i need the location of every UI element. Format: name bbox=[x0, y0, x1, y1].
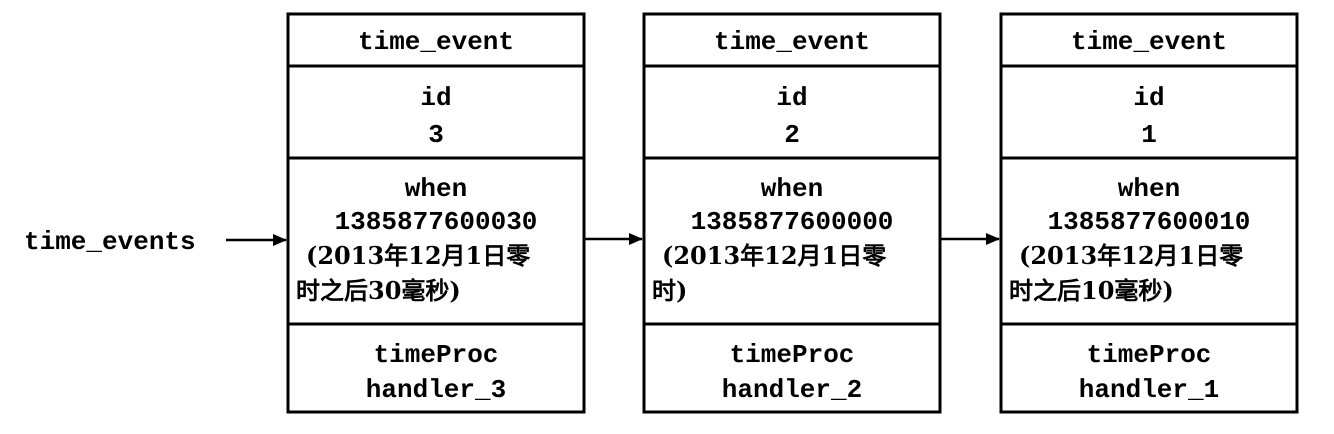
id-value: 3 bbox=[428, 120, 444, 150]
list-head-label: time_events bbox=[24, 227, 196, 257]
when-note-line2: 时) bbox=[652, 276, 687, 305]
when-note-line1: (2013年12月1日零 bbox=[1019, 241, 1244, 270]
id-label: id bbox=[420, 83, 451, 113]
node-border bbox=[286, 12, 586, 414]
proc-value: handler_1 bbox=[1079, 375, 1219, 405]
time-event-node-1: time_event id 3 when 1385877600030 (2013… bbox=[286, 12, 586, 414]
when-note-line2: 时之后10毫秒) bbox=[1009, 276, 1174, 305]
proc-label: timeProc bbox=[1087, 340, 1212, 370]
when-label: when bbox=[405, 174, 467, 204]
node-header: time_event bbox=[714, 27, 870, 57]
when-note-line1: (2013年12月1日零 bbox=[662, 241, 887, 270]
when-note-line1: (2013年12月1日零 bbox=[306, 241, 531, 270]
id-value: 1 bbox=[1141, 120, 1157, 150]
when-value: 1385877600030 bbox=[335, 207, 538, 237]
id-value: 2 bbox=[784, 120, 800, 150]
proc-label: timeProc bbox=[374, 340, 499, 370]
proc-label: timeProc bbox=[730, 340, 855, 370]
node-header: time_event bbox=[1071, 27, 1227, 57]
id-label: id bbox=[1133, 83, 1164, 113]
node-border bbox=[999, 12, 1299, 414]
id-label: id bbox=[776, 83, 807, 113]
proc-value: handler_3 bbox=[366, 375, 506, 405]
proc-value: handler_2 bbox=[722, 375, 862, 405]
time-event-node-2: time_event id 2 when 1385877600000 (2013… bbox=[642, 12, 942, 414]
when-note-line2: 时之后30毫秒) bbox=[296, 276, 461, 305]
time-event-node-3: time_event id 1 when 1385877600010 (2013… bbox=[999, 12, 1299, 414]
when-label: when bbox=[1118, 174, 1180, 204]
node-header: time_event bbox=[358, 27, 514, 57]
when-value: 1385877600000 bbox=[691, 207, 894, 237]
node-border bbox=[642, 12, 942, 414]
when-label: when bbox=[761, 174, 823, 204]
when-value: 1385877600010 bbox=[1048, 207, 1251, 237]
